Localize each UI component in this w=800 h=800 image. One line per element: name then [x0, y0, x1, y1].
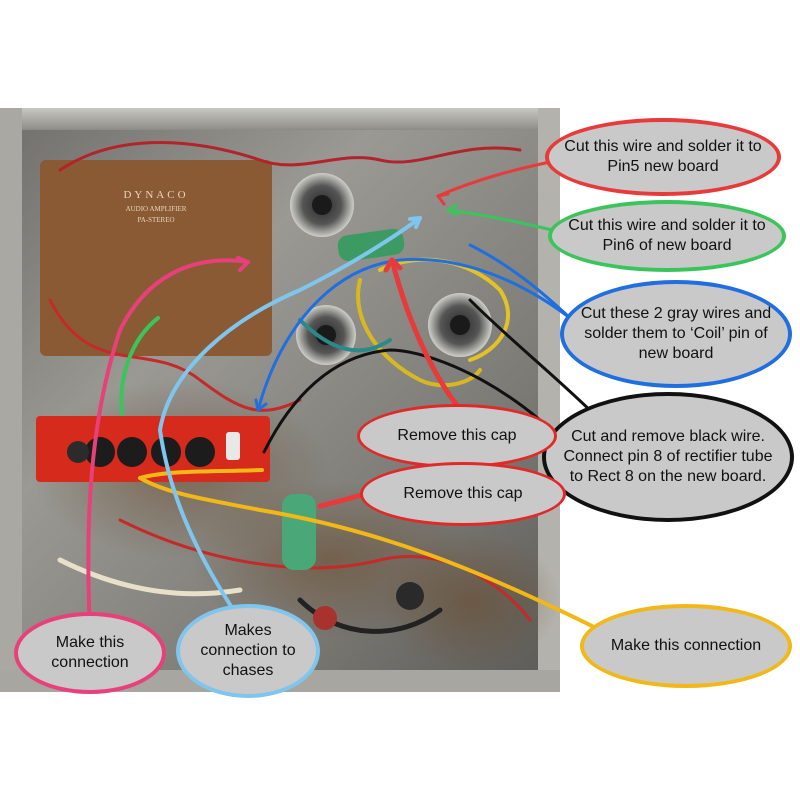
callout-black-wire: Cut and remove black wire. Connect pin 8…	[542, 392, 794, 522]
capacitors	[282, 228, 424, 630]
callout-remove-cap-2: Remove this cap	[360, 462, 566, 526]
terminal-board: DYNACO AUDIO AMPLIFIER PA-STEREO	[40, 160, 272, 356]
callout-red-wire: Cut this wire and solder it to Pin5 new …	[545, 118, 781, 196]
svg-text:AUDIO AMPLIFIER: AUDIO AMPLIFIER	[126, 205, 187, 213]
callout-remove-cap-1: Remove this cap	[357, 404, 557, 468]
callout-green-wire: Cut this wire and solder it to Pin6 of n…	[548, 200, 786, 272]
callout-pink-connection: Make this connection	[14, 612, 166, 694]
svg-text:DYNACO: DYNACO	[123, 189, 188, 201]
callout-yellow-connection: Make this connection	[580, 604, 792, 688]
callout-chassis-connection: Makes connection to chases	[176, 604, 320, 698]
callout-gray-wires: Cut these 2 gray wires and solder them t…	[560, 280, 792, 388]
svg-text:PA-STEREO: PA-STEREO	[137, 216, 174, 224]
tube-sockets	[290, 173, 492, 365]
